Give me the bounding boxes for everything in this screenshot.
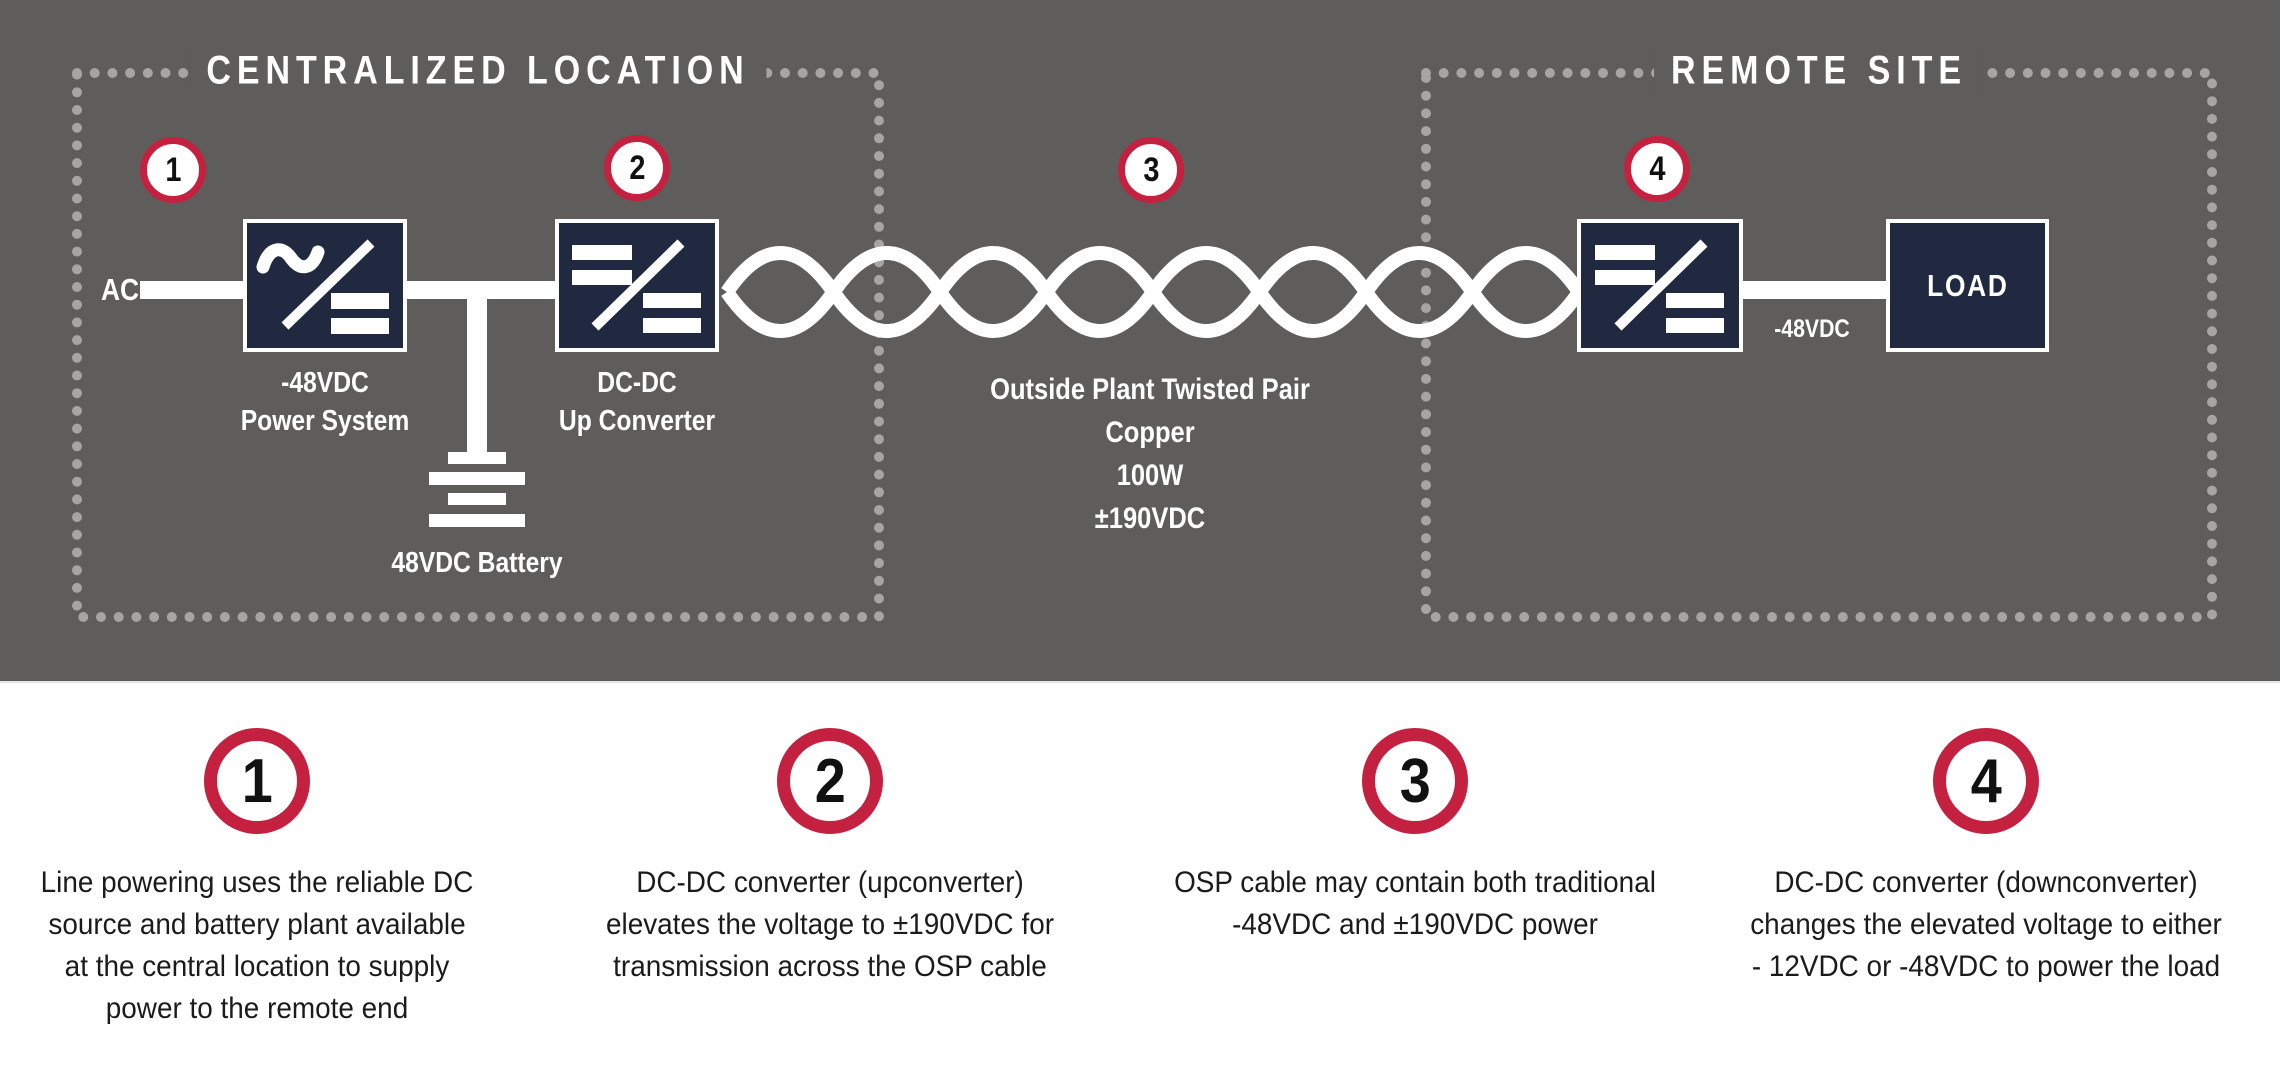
osp-cable-label: Outside Plant Twisted Pair Copper 100W ±… [990,373,1310,535]
step-marker-3: 3 [1118,137,1184,203]
power-system-label: -48VDC Power System [240,367,410,437]
legend-text-2: DC-DC converter (upconverter) elevates t… [605,866,1055,983]
legend-marker-1: 1 [204,728,310,834]
diagram-panel: CENTRALIZED LOCATION REMOTE SITE 1 2 3 4 [0,0,2280,683]
up-converter-label: DC-DC Up Converter [558,367,716,437]
ac-label: AC [100,272,140,307]
legend-marker-2: 2 [777,728,883,834]
legend-text-3: OSP cable may contain both traditional -… [1174,866,1656,941]
battery-label: 48VDC Battery [391,547,563,579]
up-converter-box [555,219,719,352]
legend-text-4: DC-DC converter (downconverter) changes … [1750,866,2222,983]
step-marker-4: 4 [1624,136,1690,202]
legend-text-1: Line powering uses the reliable DC sourc… [40,866,474,1025]
legend-marker-3: 3 [1362,728,1468,834]
ac-dc-converter-icon [256,239,389,334]
twisted-pair-icon [721,246,1585,338]
load-box: LOAD [1886,219,2049,352]
centralized-location-title: CENTRALIZED LOCATION [189,46,767,96]
battery-icon [429,290,525,527]
down-converter-box [1577,219,1743,352]
centralized-zone-dotted-border [72,68,884,622]
minus48vdc-label: -48VDC [1774,315,1850,343]
legend-panel: 1 2 3 4 Line powering uses the reliable … [0,683,2280,1074]
power-system-box [243,219,407,352]
step-marker-1: 1 [140,137,206,203]
legend-marker-4: 4 [1933,728,2039,834]
remote-zone-dotted-border [1421,68,2217,622]
dc-dc-converter-icon [1595,239,1724,333]
dc-dc-converter-icon [572,239,701,333]
remote-site-title: REMOTE SITE [1654,46,1984,96]
load-label: LOAD [1926,267,2009,303]
battery-stem [467,290,487,454]
step-marker-2: 2 [604,135,670,201]
